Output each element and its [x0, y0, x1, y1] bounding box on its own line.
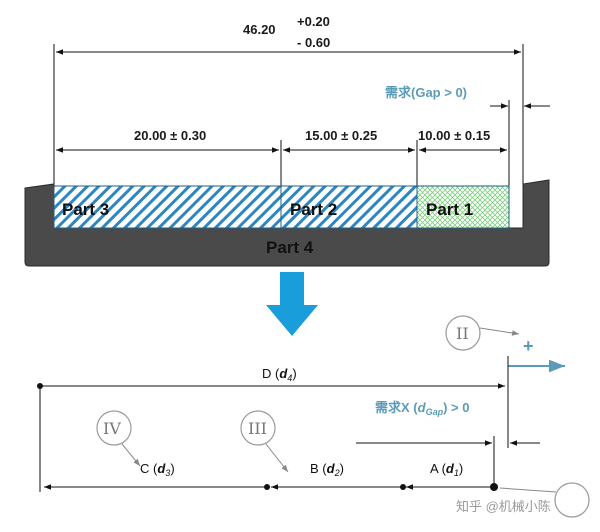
part3-label: Part 3 — [62, 200, 109, 219]
part2-label: Part 2 — [290, 200, 337, 219]
part4-label: Part 4 — [266, 238, 314, 257]
part2-block — [280, 185, 418, 229]
dim-part2: 15.00 ± 0.25 — [305, 128, 377, 143]
dim-part1: 10.00 ± 0.15 — [418, 128, 490, 143]
marker-iii: III — [248, 419, 267, 438]
down-arrow-icon — [266, 272, 318, 336]
watermark: 知乎 @机械小陈 — [456, 499, 551, 514]
overall-lower-tol: - 0.60 — [297, 35, 330, 50]
part1-block — [416, 185, 510, 229]
point-a-start — [490, 483, 498, 491]
point-ab — [400, 484, 406, 490]
plus-sign: + — [523, 336, 534, 356]
marker-i-leader — [499, 487, 557, 493]
label-b: B (d2) — [310, 461, 344, 478]
label-a: A (d1) — [430, 461, 463, 478]
part4-base — [24, 179, 550, 267]
marker-iii-circle — [240, 410, 276, 446]
label-d: D (d4) — [262, 366, 297, 383]
overall-upper-tol: +0.20 — [297, 14, 330, 29]
marker-iv-arrow — [121, 443, 141, 467]
marker-ii-circle — [445, 315, 481, 351]
marker-ii: II — [456, 324, 469, 343]
overall-nominal: 46.20 — [243, 22, 276, 37]
point-bc — [264, 484, 270, 490]
bottom-requirement: 需求X (dGap) > 0 — [375, 400, 469, 417]
marker-ii-arrow — [479, 327, 520, 336]
part1-label: Part 1 — [426, 200, 473, 219]
label-c: C (d3) — [140, 461, 175, 478]
dim-part3: 20.00 ± 0.30 — [134, 128, 206, 143]
marker-iv: IV — [103, 419, 121, 438]
marker-iii-arrow — [265, 443, 289, 473]
marker-i-circle — [554, 482, 590, 518]
part3-block — [53, 185, 282, 229]
top-requirement: 需求(Gap > 0) — [385, 85, 467, 100]
marker-iv-circle — [96, 410, 132, 446]
